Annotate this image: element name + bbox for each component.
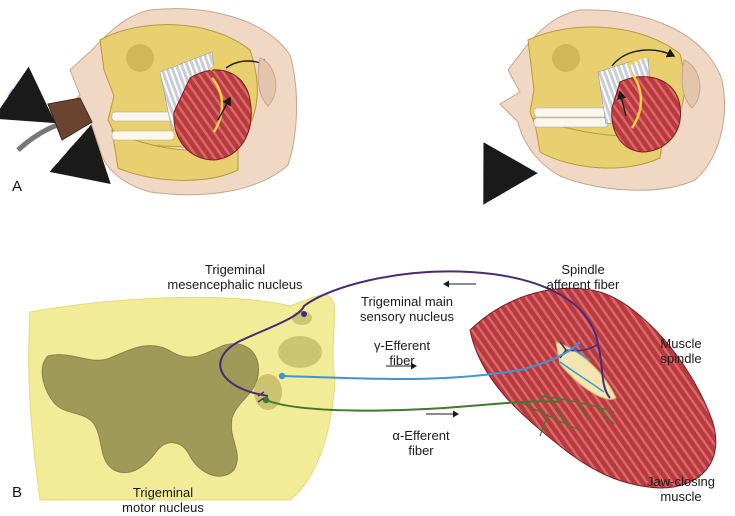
label-line: sensory nucleus [342,309,472,324]
label-gamma-efferent-fiber: γ-Efferent fiber [362,338,442,368]
label-trigeminal-motor-nucleus: Trigeminal motor nucleus [108,485,218,515]
tap-arrow-in [10,92,48,118]
label-line: mesencephalic nucleus [150,277,320,292]
tap-arrow-out [70,148,104,178]
label-line: spindle [646,351,716,366]
upper-teeth-left [112,112,178,121]
jaw-move-arrow [488,150,510,188]
gamma-motor-neuron [279,373,285,379]
head-left-illustration [10,9,297,195]
label-trigeminal-main-sensory-nucleus: Trigeminal main sensory nucleus [342,294,472,324]
upper-teeth-right [534,108,608,117]
lower-teeth-left [112,131,174,140]
panel-label-b: B [12,484,22,501]
mesencephalic-soma [301,311,307,317]
label-line: fiber [376,443,466,458]
label-line: motor nucleus [108,500,218,515]
label-line: muscle [636,489,726,504]
label-line: α-Efferent [376,428,466,443]
orbit-left [126,44,154,72]
label-trigeminal-mesencephalic-nucleus: Trigeminal mesencephalic nucleus [150,262,320,292]
masseter-right [612,77,681,152]
label-line: afferent fiber [528,277,638,292]
main-sensory-nucleus [278,336,322,368]
muscle-illustration [470,288,716,488]
label-line: Trigeminal [150,262,320,277]
label-spindle-afferent-fiber: Spindle afferent fiber [528,262,638,292]
label-line: fiber [362,353,442,368]
label-alpha-efferent-fiber: α-Efferent fiber [376,428,466,458]
label-line: Muscle [646,336,716,351]
label-line: γ-Efferent [362,338,442,353]
label-line: Trigeminal main [342,294,472,309]
label-jaw-closing-muscle: Jaw-closing muscle [636,474,726,504]
label-muscle-spindle: Muscle spindle [646,336,716,366]
label-line: Trigeminal [108,485,218,500]
lower-teeth-right [534,118,608,127]
brainstem-section [29,295,335,500]
label-line: Spindle [528,262,638,277]
label-line: Jaw-closing [636,474,726,489]
head-right-illustration [488,10,724,190]
panel-label-a: A [12,178,22,195]
orbit-right [552,44,580,72]
